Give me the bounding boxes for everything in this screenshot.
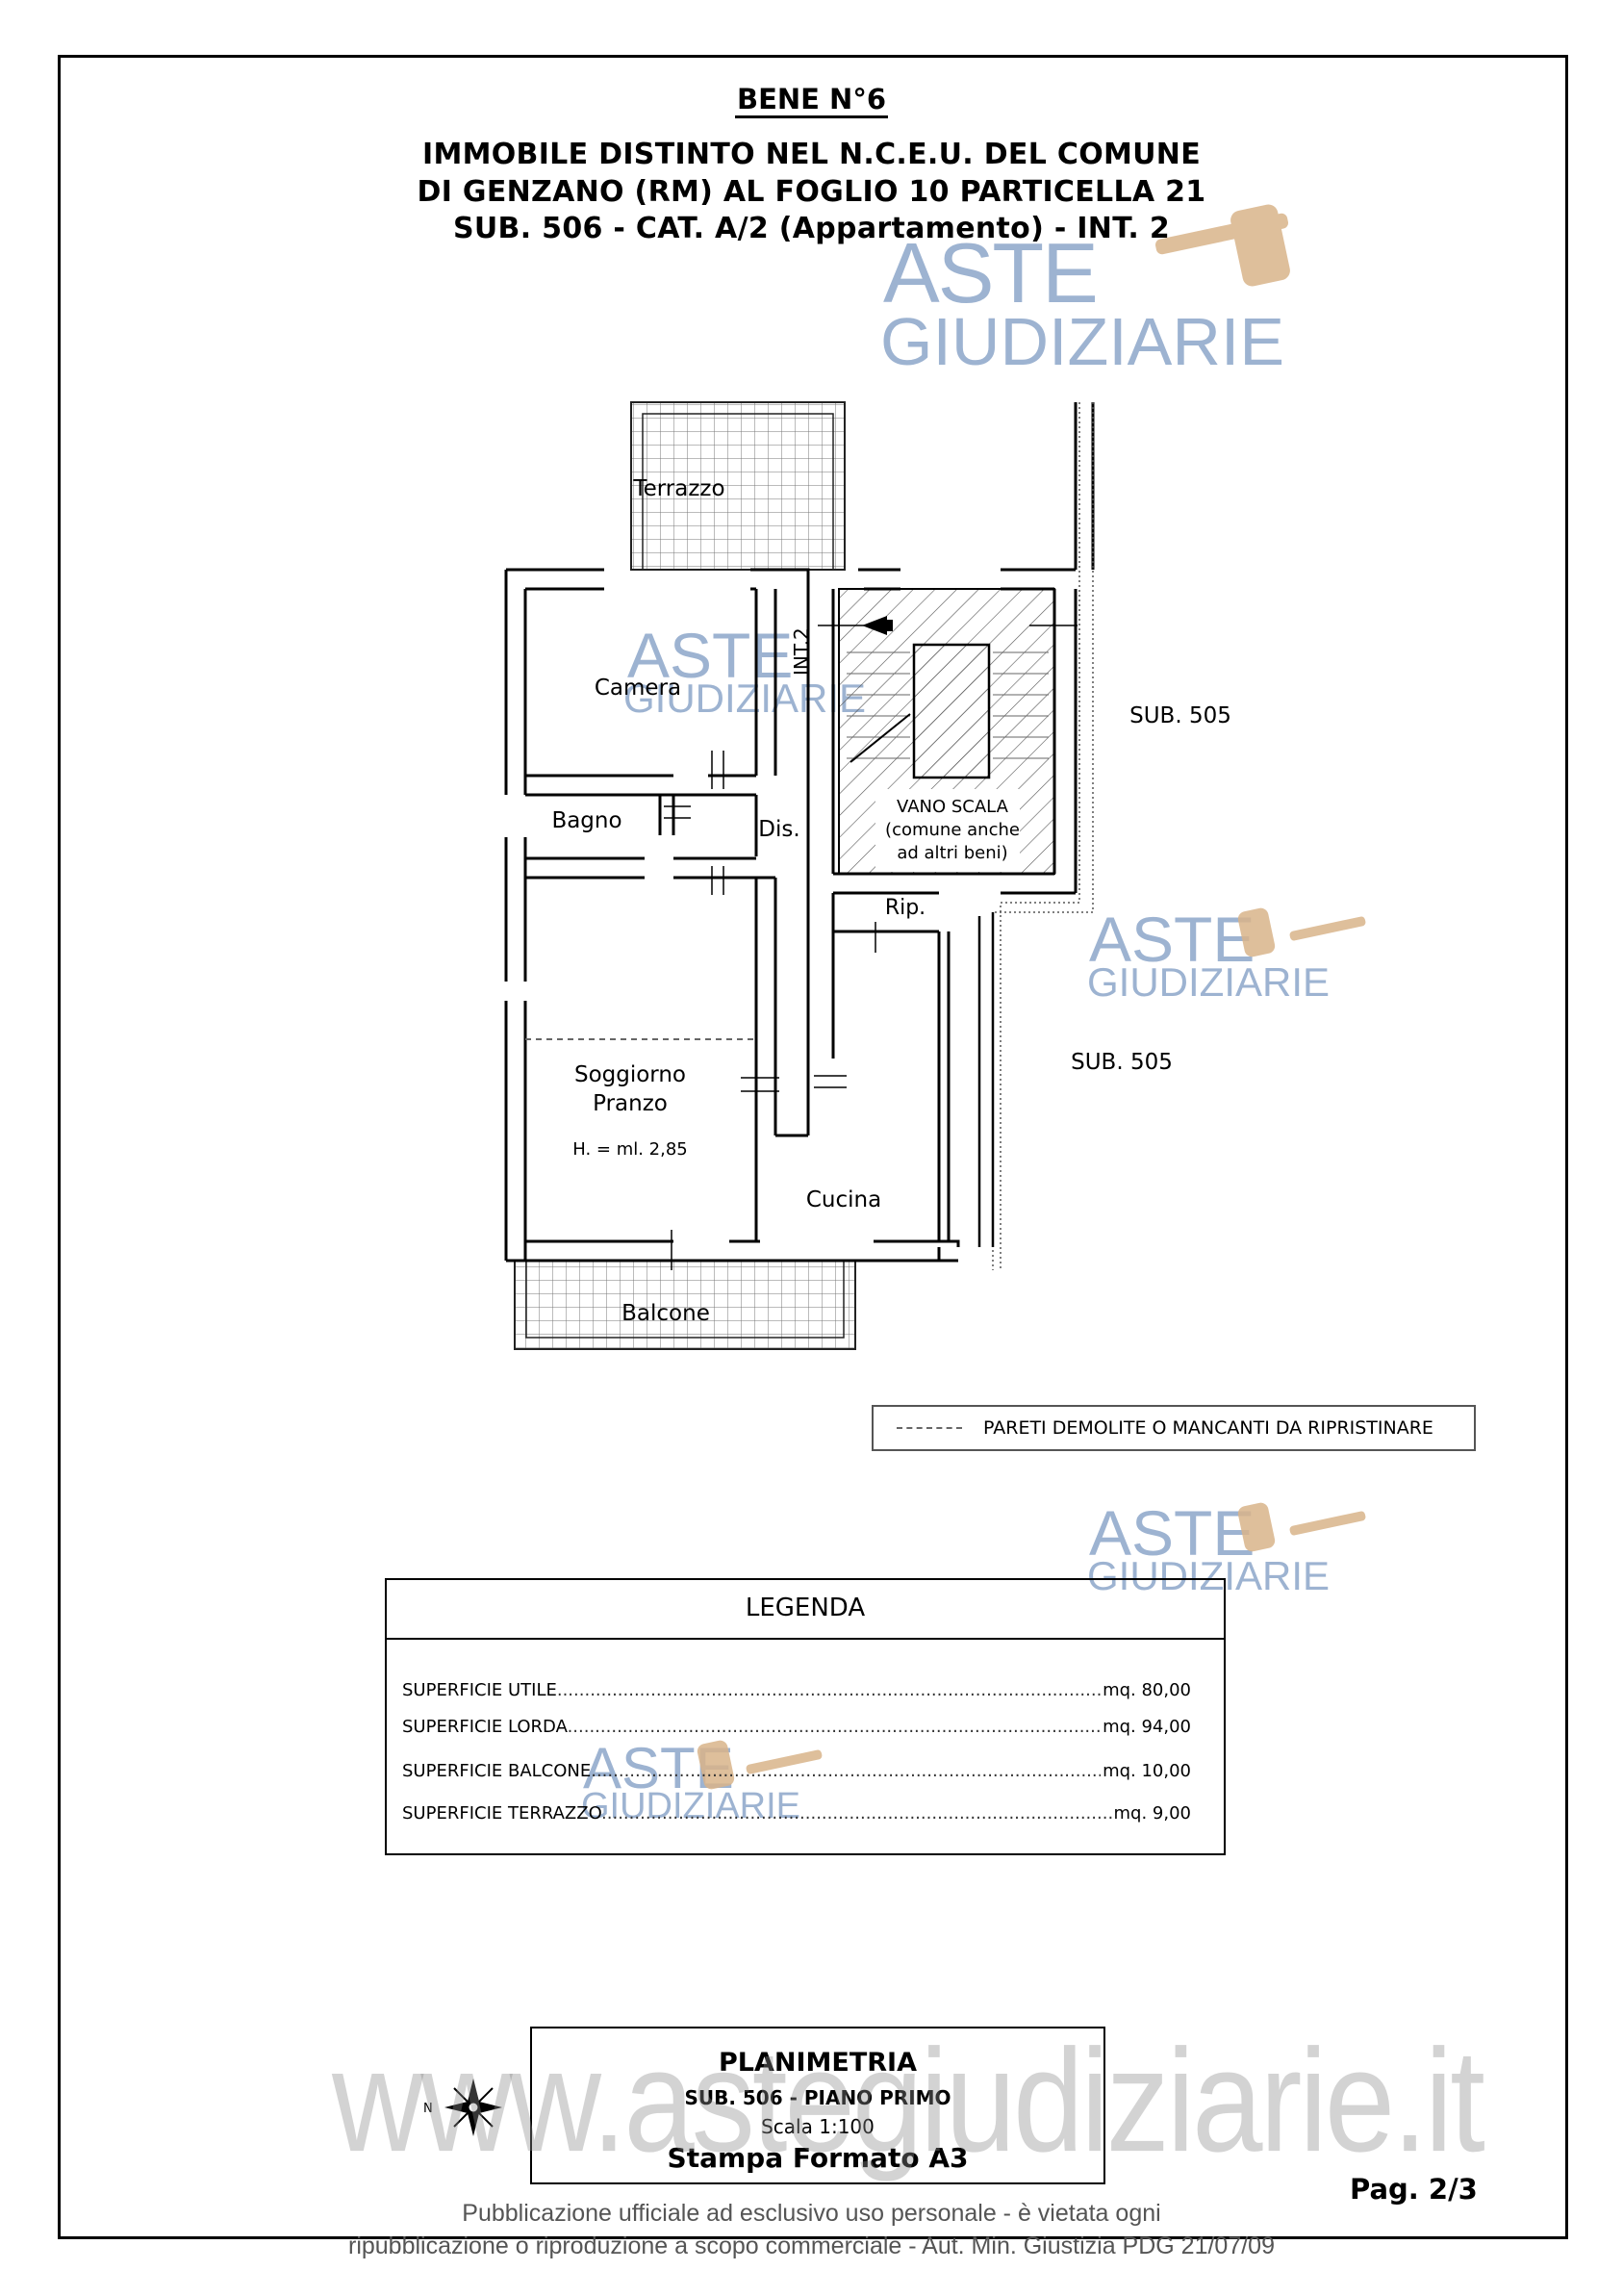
legenda-value: mq. 80,00	[1101, 1680, 1191, 1700]
label-rip: Rip.	[885, 896, 926, 920]
footer-line-2: ripubblicazione o riproduzione a scopo c…	[348, 2232, 1275, 2259]
legenda-row: SUPERFICIE LORDA........................…	[402, 1717, 1191, 1737]
watermark-giudiziarie: GIUDIZIARIE	[1087, 959, 1331, 1005]
svg-text:N: N	[423, 2102, 433, 2116]
legend-key-text: PARETI DEMOLITE O MANCANTI DA RIPRISTINA…	[983, 1417, 1433, 1439]
arrow-icon	[862, 616, 893, 635]
label-cucina: Cucina	[806, 1187, 881, 1212]
legenda-row: SUPERFICIE TERRAZZO.....................…	[402, 1803, 1191, 1824]
page-number: Pag. 2/3	[1350, 2173, 1478, 2206]
planimetria-sub: SUB. 506 - PIANO PRIMO	[684, 2086, 951, 2109]
label-int: INT.2	[790, 627, 813, 676]
bene-title: BENE N°6	[0, 83, 1623, 118]
label-sub-505: SUB. 505	[1071, 1050, 1173, 1075]
label-height: H. = ml. 2,85	[572, 1139, 688, 1160]
label-balcone: Balcone	[621, 1301, 710, 1326]
label-vano-2: (comune anche	[885, 820, 1020, 840]
watermark-aste: ASTE	[883, 225, 1099, 320]
legenda-value: mq. 9,00	[1111, 1803, 1191, 1824]
gavel-icon	[1154, 204, 1290, 287]
label-vano-1: VANO SCALA	[897, 797, 1009, 817]
title-line-1: IMMOBILE DISTINTO NEL N.C.E.U. DEL COMUN…	[421, 138, 1202, 171]
legenda-row: SUPERFICIE BALCONE......................…	[402, 1761, 1191, 1781]
label-bagno: Bagno	[551, 808, 621, 833]
gavel-icon	[1237, 1502, 1366, 1552]
watermark-giudiziarie: GIUDIZIARIE	[880, 304, 1285, 379]
terrazzo	[630, 401, 846, 571]
watermark-aste: ASTE	[1089, 1497, 1255, 1569]
label-dis: Dis.	[758, 817, 799, 842]
gavel-icon	[697, 1740, 823, 1790]
gavel-icon	[1237, 907, 1366, 957]
label-pranzo: Pranzo	[593, 1091, 668, 1116]
planimetria-format: Stampa Formato A3	[667, 2142, 969, 2174]
label-sub-505: SUB. 505	[1129, 703, 1231, 728]
title-line-2: DI GENZANO (RM) AL FOGLIO 10 PARTICELLA …	[417, 175, 1206, 209]
balcone	[514, 1260, 856, 1350]
label-terrazzo: Terrazzo	[632, 476, 724, 501]
watermark-giudiziarie: GIUDIZIARIE	[1087, 1553, 1331, 1598]
vano-scala	[838, 588, 1055, 875]
watermark-aste: ASTE	[1089, 904, 1255, 975]
planimetria-title: PLANIMETRIA	[719, 2048, 917, 2078]
legenda-value: mq. 10,00	[1101, 1761, 1191, 1781]
label-camera: Camera	[595, 676, 681, 701]
legenda-row: SUPERFICIE UTILE........................…	[402, 1680, 1191, 1700]
planimetria-box: PLANIMETRIA SUB. 506 - PIANO PRIMO Scala…	[530, 2027, 1105, 2184]
page-frame	[58, 55, 1568, 2239]
legenda-box: LEGENDA SUPERFICIE UTILE................…	[385, 1578, 1226, 1855]
label-vano-3: ad altri beni)	[897, 843, 1007, 863]
door-marks	[664, 625, 1078, 1270]
legend-key-box: PARETI DEMOLITE O MANCANTI DA RIPRISTINA…	[872, 1405, 1476, 1451]
dashed-line-sample	[897, 1427, 962, 1429]
footer-line-1: Pubblicazione ufficiale ad esclusivo uso…	[462, 2200, 1161, 2227]
walls	[504, 402, 1095, 1263]
planimetria-scale: Scala 1:100	[761, 2115, 875, 2138]
compass-icon: N	[423, 2079, 502, 2136]
watermark-giudiziarie: GIUDIZIARIE	[623, 676, 867, 721]
title-line-3: SUB. 506 - CAT. A/2 (Appartamento) - INT…	[452, 212, 1171, 245]
label-soggiorno: Soggiorno	[574, 1062, 686, 1087]
legenda-value: mq. 94,00	[1101, 1717, 1191, 1737]
exterior-wall	[977, 912, 995, 1247]
legenda-title: LEGENDA	[387, 1580, 1224, 1640]
watermark-giudiziarie: GIUDIZIARIE	[581, 1786, 801, 1826]
watermark-aste: ASTE	[627, 620, 794, 691]
